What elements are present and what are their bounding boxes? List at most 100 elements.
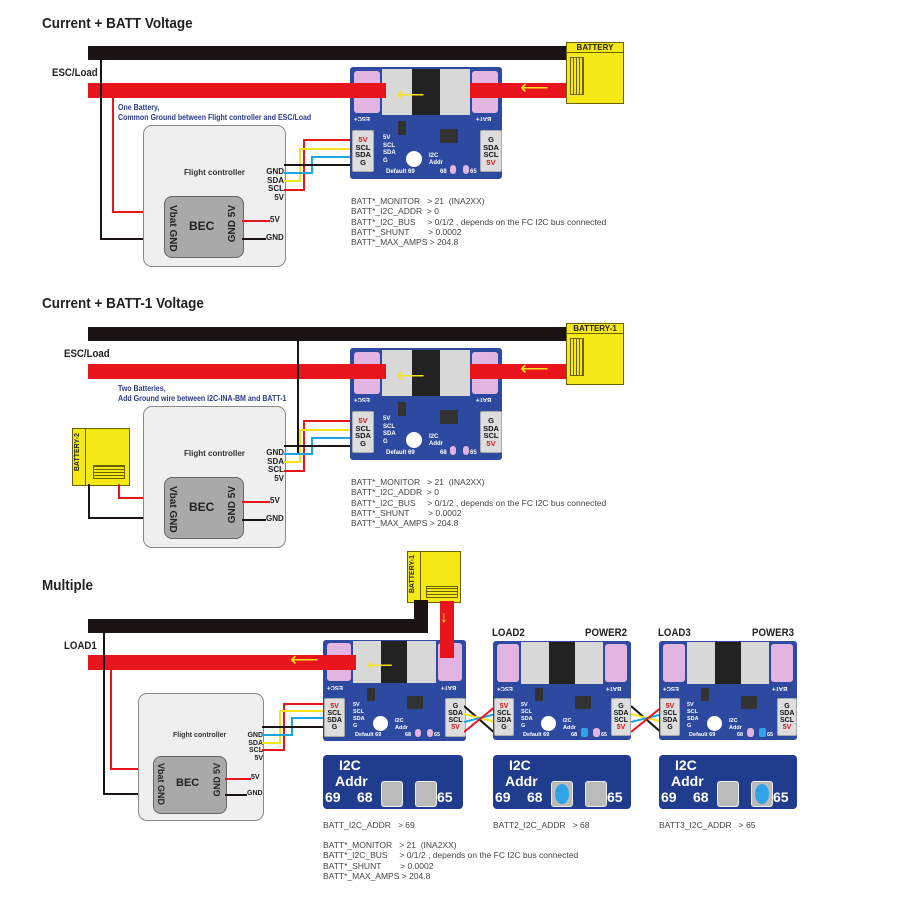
battery-label-strip: BATTERY-1: [408, 552, 421, 602]
esc-wire-on-board: [350, 364, 386, 379]
jumper-68-bridged[interactable]: [581, 728, 588, 737]
transistor: [367, 688, 375, 701]
bat-wire-on-board: [470, 83, 502, 98]
jumper-65[interactable]: [593, 728, 600, 737]
bec: BEC Vbat GND GND 5V: [164, 477, 244, 539]
battery-connector-icon: [570, 57, 584, 95]
shunt-core: [715, 642, 741, 684]
pin-label: GND: [247, 732, 263, 739]
jumper-65[interactable]: [463, 165, 469, 174]
silk-addr: Addr: [429, 441, 443, 447]
closeup-jumper-68[interactable]: [381, 781, 403, 807]
silk-65: 65: [767, 732, 774, 738]
jumper-68[interactable]: [450, 446, 456, 455]
battery-connector-icon: [426, 586, 458, 598]
closeup-addr: Addr: [671, 773, 704, 789]
shunt-core: [412, 69, 440, 115]
fc-title: Flight controller: [173, 732, 227, 739]
silk-pin: SDA: [687, 716, 699, 722]
closeup-jumper-65[interactable]: [585, 781, 607, 807]
fc-i2c-pins: GND SDA SCL 5V: [262, 448, 284, 483]
jumper-68[interactable]: [747, 728, 754, 737]
mounting-hole: [373, 716, 388, 731]
esc-power-wire: [88, 364, 386, 379]
conn-pin: SDA: [779, 710, 795, 717]
i2c-wires: [284, 139, 350, 191]
conn-pin: SCL: [355, 423, 371, 433]
conn-pin: SDA: [496, 717, 512, 724]
silk-pin: SCL: [383, 423, 395, 430]
jumper-65[interactable]: [427, 729, 433, 737]
conn-pin: SCL: [663, 710, 677, 717]
jumper-65[interactable]: [463, 446, 469, 455]
fc-ground-wire: [100, 60, 102, 240]
battery-drop-wire: [440, 601, 454, 646]
vbat-lead: [112, 211, 162, 213]
silk-i2c: I2C: [395, 718, 404, 724]
jumper-68[interactable]: [415, 729, 421, 737]
i2c-wires: [262, 703, 328, 751]
conn-pin: SDA: [483, 423, 499, 433]
ground-wire: [88, 46, 572, 60]
bec-5v-wire: [242, 501, 270, 503]
solder-bridge: [755, 784, 769, 804]
bec-vbat-gnd: Vbat GND: [167, 205, 178, 252]
conn-pin: SCL: [483, 431, 499, 440]
fc-title: Flight controller: [184, 168, 245, 177]
battery-label: BATTERY: [567, 43, 623, 53]
silk-default: Default 69: [355, 732, 382, 738]
fc-ground-wire: [103, 633, 105, 795]
ina-chip: [440, 410, 458, 424]
bec-gnd-5v: GND 5V: [227, 205, 238, 243]
battery-label: BATTERY-1: [567, 324, 623, 334]
closeup-69: 69: [325, 789, 341, 805]
out-5v-label: 5V: [270, 496, 280, 505]
mounting-hole: [406, 151, 422, 167]
fc-vbat-wire: [112, 98, 114, 213]
silk-pin: G: [687, 723, 692, 729]
conn-pin: 5V: [486, 438, 496, 448]
vbat-label: Vbat: [167, 205, 178, 227]
load2-label: LOAD2: [492, 627, 525, 639]
esc-silk: ESC+: [327, 684, 343, 690]
addr-closeup-1: I2C Addr 69 68 65: [323, 755, 463, 809]
jumper-65-bridged[interactable]: [759, 728, 766, 737]
transistor: [398, 402, 406, 416]
silk-65: 65: [434, 732, 441, 738]
pin-label: SDA: [248, 739, 263, 747]
jumper-68[interactable]: [450, 165, 456, 174]
conn-pin: SCL: [497, 710, 511, 717]
bat-pad: [605, 644, 627, 682]
silk-addr: Addr: [563, 724, 576, 731]
ground-wire: [88, 327, 572, 341]
closeup-jumper-68[interactable]: [717, 781, 739, 807]
power2-label: POWER2: [585, 627, 627, 639]
battery-connector-icon: [570, 338, 584, 376]
closeup-jumper-65[interactable]: [751, 781, 773, 807]
esc-power-wire: [88, 83, 386, 98]
bec-gnd-wire: [242, 519, 266, 521]
closeup-jumper-68[interactable]: [551, 781, 573, 807]
out-5v-label: 5V: [270, 215, 280, 224]
battery: BATTERY: [566, 42, 624, 104]
section-2-params: BATT*_MONITOR > 21 (INA2XX) BATT*_I2C_AD…: [351, 477, 607, 529]
bec-title: BEC: [176, 777, 200, 789]
conn-pin: G: [360, 438, 366, 448]
silk-pin: SDA: [521, 716, 533, 722]
silk-default: Default 69: [386, 169, 415, 175]
conn-pin: 5V: [358, 135, 368, 144]
conn-pin: G: [618, 703, 624, 710]
closeup-jumper-65[interactable]: [415, 781, 437, 807]
